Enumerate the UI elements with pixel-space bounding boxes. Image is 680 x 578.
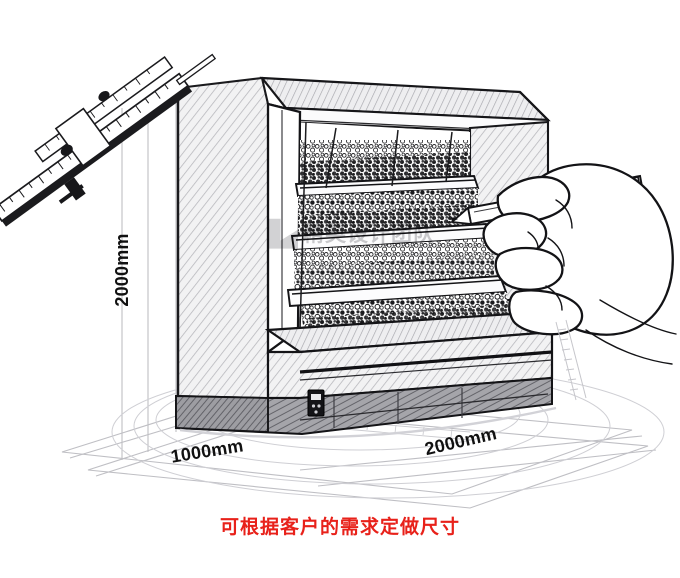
hand — [482, 163, 674, 336]
temperature-control-panel[interactable] — [307, 389, 325, 417]
shelf-3-produce — [294, 238, 494, 290]
depth-dimension-label: 1000mm — [169, 435, 244, 466]
hand-crease-lines — [527, 199, 677, 365]
width-dimension-label: 2000mm — [423, 423, 499, 459]
ground-dimension-frame — [61, 393, 657, 509]
shelf-support-rods — [299, 121, 453, 331]
shelf-2-produce — [298, 188, 478, 236]
machine-base-plinth — [175, 376, 553, 436]
height-dimension-label: 2000mm — [112, 233, 132, 306]
custom-size-caption: 可根据客户的需求定做尺寸 — [219, 516, 460, 538]
shelf-1-produce — [299, 140, 471, 185]
height-extension-lines — [121, 88, 177, 460]
